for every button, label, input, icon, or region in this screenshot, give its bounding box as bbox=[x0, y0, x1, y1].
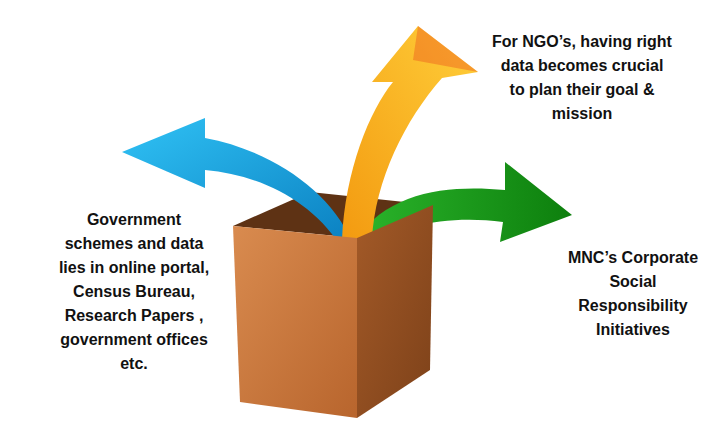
yellow-arrow bbox=[342, 26, 478, 240]
callout-text: Government schemes and data lies in onli… bbox=[52, 208, 216, 376]
box-side bbox=[357, 205, 433, 418]
callout-text: For NGO’s, having right data becomes cru… bbox=[492, 30, 672, 126]
box-front bbox=[233, 226, 357, 418]
arrow-tip-shade bbox=[413, 26, 478, 72]
callout-text: MNC’s Corporate Social Responsibility In… bbox=[556, 246, 710, 342]
